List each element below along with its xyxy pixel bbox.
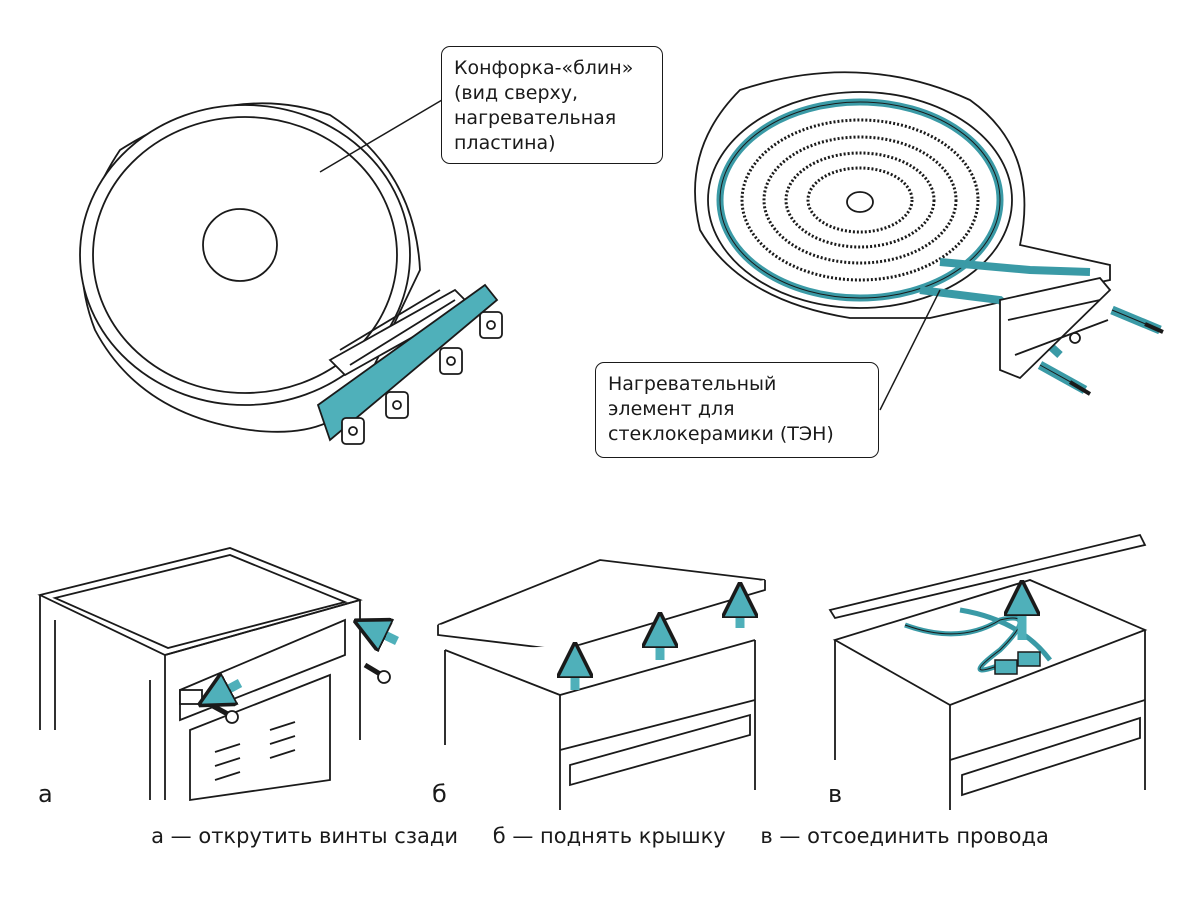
terminal-tab <box>385 391 409 419</box>
step-b-stove <box>437 559 766 810</box>
step-letter-c: в <box>828 780 843 808</box>
step-caption-b: б — поднять крышку <box>492 824 726 848</box>
terminal-tab <box>479 311 503 339</box>
heating-element <box>694 71 1164 396</box>
step-letter-a: а <box>38 780 53 808</box>
screw-icon <box>363 662 391 684</box>
screw-icon <box>211 703 239 724</box>
step-a-stove <box>37 547 363 802</box>
step-caption-a: а — открутить винты сзади <box>151 824 459 848</box>
leader-line <box>319 99 443 173</box>
burner-terminal-block <box>316 283 503 445</box>
burner-callout: Конфорка-«блин» (вид сверху, нагреватель… <box>441 46 663 164</box>
steps-caption: а — открутить винты сзади б — поднять кр… <box>0 824 1200 848</box>
step-c-stove <box>828 533 1148 810</box>
arrow-right-icon <box>370 628 399 641</box>
terminal-tab <box>341 417 365 445</box>
cast-iron-burner <box>79 102 503 445</box>
terminal-tab <box>439 347 463 375</box>
leader-line <box>879 289 941 411</box>
step-caption-c: в — отсоединить провода <box>760 824 1049 848</box>
step-letter-b: б <box>432 780 447 808</box>
arrow-right-icon <box>214 683 243 697</box>
element-callout: Нагревательный элемент для стеклокерамик… <box>595 362 879 458</box>
connector-icon <box>994 651 1041 675</box>
